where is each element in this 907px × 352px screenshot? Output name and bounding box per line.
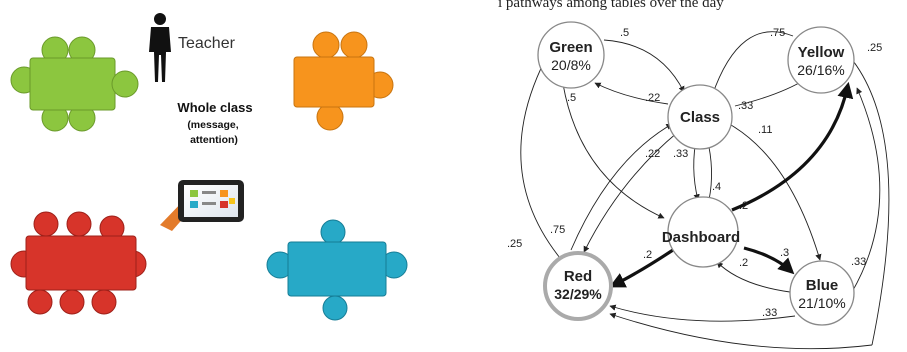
edge-class-blue	[730, 124, 822, 261]
node-blue-label: Blue	[806, 277, 839, 294]
edge-blue-yellow	[851, 87, 881, 293]
edge-bottom-loop	[609, 312, 873, 350]
blue-seat	[320, 219, 346, 245]
teacher-icon	[149, 13, 171, 82]
red-seat	[59, 289, 85, 315]
orange-seat	[340, 31, 368, 59]
weight-class-red: .22	[645, 148, 660, 160]
edge-red-class	[570, 123, 673, 251]
node-red-circle	[543, 251, 613, 321]
red-table-group	[10, 211, 147, 315]
weight-dashboard-blue: .3	[780, 247, 789, 259]
red-table	[25, 235, 137, 291]
weight-green-dashboard: .5	[567, 92, 576, 104]
blue-seat	[322, 295, 348, 321]
node-blue-stat: 21/10%	[798, 295, 845, 311]
weight-blue-yellow: .33	[851, 256, 866, 268]
top-caption-fragment: i pathways among tables over the day	[498, 0, 724, 11]
whole-class-sub1: (message,	[187, 119, 238, 131]
red-seat	[66, 211, 92, 237]
node-dashboard-label: Dashboard	[662, 229, 740, 246]
weight-green-class: .5	[620, 27, 629, 39]
node-yellow-stat: 26/16%	[797, 62, 844, 78]
weight-class-dashboard: .33	[673, 148, 688, 160]
node-class-label: Class	[680, 109, 720, 126]
weight-class-green: .22	[645, 92, 660, 104]
node-yellow-label: Yellow	[798, 44, 845, 61]
weight-red-far: .25	[507, 238, 522, 250]
edge-red-far-left	[520, 59, 561, 259]
weight-blue-red: .33	[762, 307, 777, 319]
edge-yellow-class	[710, 31, 794, 97]
tablet-dashboard-icon	[160, 180, 244, 231]
orange-seat	[316, 103, 344, 131]
weight-blue-dashboard: .2	[739, 257, 748, 269]
left-classroom-panel: Teacher Whole class (message, attention)	[10, 13, 408, 321]
weight-dashboard-yellow: .2	[739, 200, 748, 212]
edge-blue-dashboard	[716, 261, 791, 293]
blue-table	[287, 241, 387, 297]
node-red-label: Red	[564, 268, 592, 285]
weight-dashboard-class: .4	[712, 181, 721, 193]
whole-class-title: Whole class	[177, 100, 252, 115]
edge-dashboard-blue	[743, 246, 795, 275]
edge-green-class	[603, 39, 685, 93]
whole-class-sub2: attention)	[190, 134, 238, 146]
weight-yellow-far: .25	[867, 42, 882, 54]
edge-dashboard-yellow	[731, 81, 854, 212]
weight-class-yellow: .33	[738, 100, 753, 112]
edge-weight-labels: .5 .22 .5 .75 .33 .25 .11 .22 .33 .4 .2 …	[507, 27, 882, 319]
node-dashboard-circle	[667, 196, 739, 268]
transition-graph	[520, 21, 890, 350]
node-labels: Green 20/8% Yellow 26/16% Class Dashboar…	[549, 39, 845, 311]
weight-class-blue: .11	[758, 124, 772, 136]
node-green-label: Green	[549, 39, 592, 56]
teacher-label: Teacher	[178, 35, 236, 52]
orange-seat	[312, 31, 340, 59]
green-table-group	[10, 36, 139, 132]
green-seat	[111, 70, 139, 98]
red-seat	[33, 211, 59, 237]
weight-red-class: .75	[550, 224, 565, 236]
green-table	[29, 57, 116, 111]
edge-dashboard-red	[609, 246, 677, 288]
orange-table-group	[293, 31, 394, 131]
blue-table-group	[266, 219, 408, 321]
node-red-stat: 32/29%	[554, 286, 602, 302]
edge-blue-red	[609, 304, 796, 322]
red-seat	[27, 289, 53, 315]
edge-class-red	[583, 131, 679, 253]
edge-class-green	[594, 82, 669, 105]
node-yellow-circle	[787, 26, 855, 94]
orange-table	[293, 56, 375, 108]
node-green-circle	[537, 21, 605, 89]
edge-green-dashboard	[562, 83, 665, 219]
node-blue-circle	[789, 260, 855, 326]
node-green-stat: 20/8%	[551, 57, 591, 73]
weight-dashboard-red: .2	[643, 249, 652, 261]
weight-yellow-class: .75	[770, 27, 785, 39]
node-class-circle	[667, 84, 733, 150]
red-seat	[91, 289, 117, 315]
edge-far-right-to-yellow	[838, 44, 890, 346]
